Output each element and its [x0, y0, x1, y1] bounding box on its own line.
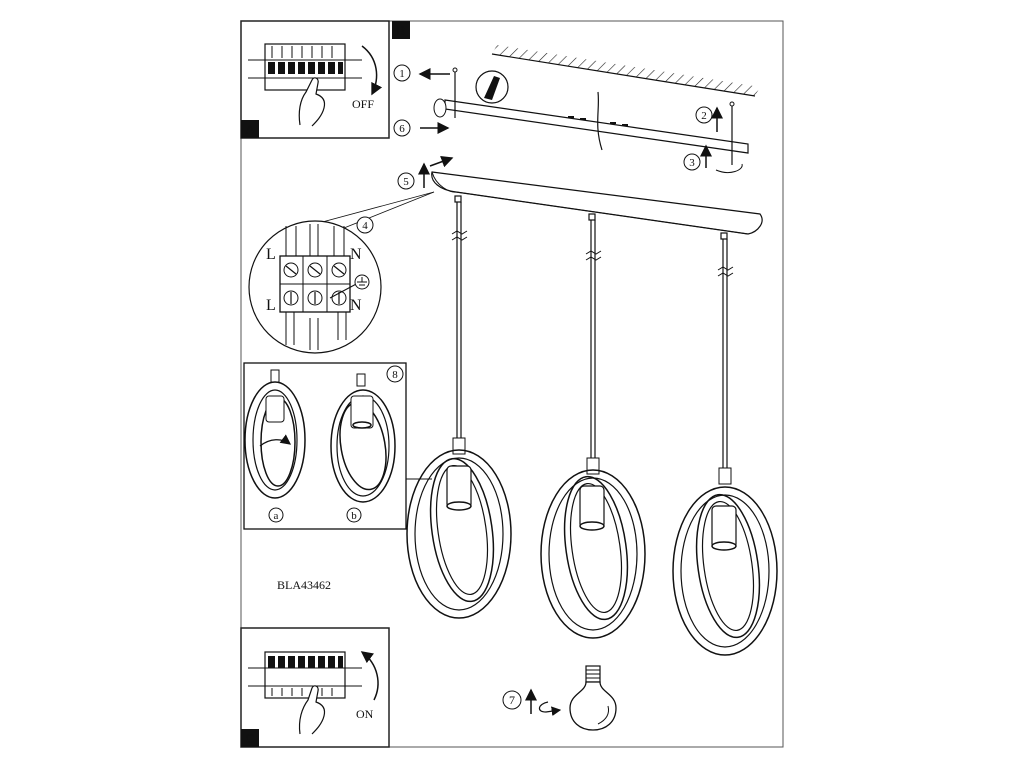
step-6-marker: 6: [393, 119, 450, 137]
wire-label-live-top: L: [266, 246, 276, 263]
step-2-marker: 2: [695, 106, 723, 132]
page-border: [240, 20, 784, 748]
step-1-marker: 1: [393, 64, 450, 82]
svg-text:6: 6: [399, 123, 405, 135]
wire-label-neutral-top: N: [350, 246, 362, 263]
step-7-marker: 7: [502, 688, 562, 716]
pendant-lamp: [672, 467, 778, 656]
svg-text:3: 3: [689, 157, 695, 169]
pendant-lamp: [406, 437, 512, 619]
rotate-up-arrow-icon: [360, 651, 379, 701]
svg-text:5: 5: [403, 176, 409, 188]
supply-cable: [597, 91, 603, 151]
screw-icon: [729, 101, 735, 165]
detail-8a-lamp: [244, 369, 306, 499]
screw-icon: [452, 67, 458, 118]
panel-c: C ON: [240, 627, 390, 748]
model-code: BLA43462: [277, 578, 331, 592]
wire-label-neutral-bottom: N: [350, 297, 362, 314]
canopy-bar: [431, 171, 763, 235]
hand-icon: [298, 77, 326, 127]
breaker-panel-icon: [248, 651, 362, 699]
switch-on-label: ON: [356, 707, 374, 721]
detail-8b-lamp: [330, 373, 396, 503]
step-3-marker: 3: [683, 144, 743, 173]
svg-text:2: 2: [701, 110, 707, 122]
panel-b-letter: B: [397, 23, 406, 38]
ceiling: [491, 45, 760, 97]
rotate-down-arrow-icon: [361, 45, 383, 96]
detail-8-sub-a: a: [274, 510, 279, 522]
switch-off-label: OFF: [352, 97, 374, 111]
detail-8-box: 8 a b: [243, 362, 432, 530]
panel-a-letter: A: [246, 122, 255, 137]
panel-c-letter: C: [245, 731, 254, 746]
panel-a-tab: [241, 120, 259, 138]
panel-b-tab: [392, 21, 410, 39]
ground-symbol-icon: [354, 274, 370, 290]
wire-label-live-bottom: L: [266, 297, 276, 314]
panel-c-tab: [241, 729, 259, 747]
step-8-marker: [386, 365, 404, 383]
panel-a: A OFF: [240, 20, 390, 139]
nut-icon: [433, 98, 447, 118]
pendant-lamp: [540, 457, 646, 639]
mounting-bracket: [433, 67, 749, 165]
svg-text:1: 1: [399, 68, 405, 80]
detail-8-sub-b: b: [351, 510, 357, 522]
step-4-marker: [356, 216, 374, 234]
breaker-panel-icon: [248, 43, 362, 91]
light-bulb-icon: [569, 665, 617, 731]
svg-text:8: 8: [392, 369, 398, 381]
pendant-cords: [451, 195, 734, 468]
svg-text:7: 7: [509, 693, 515, 707]
hand-icon: [298, 685, 326, 735]
wiring-detail: 4 L N L N: [248, 191, 435, 354]
step-5-marker: 5: [397, 155, 454, 190]
svg-text:4: 4: [362, 220, 368, 232]
